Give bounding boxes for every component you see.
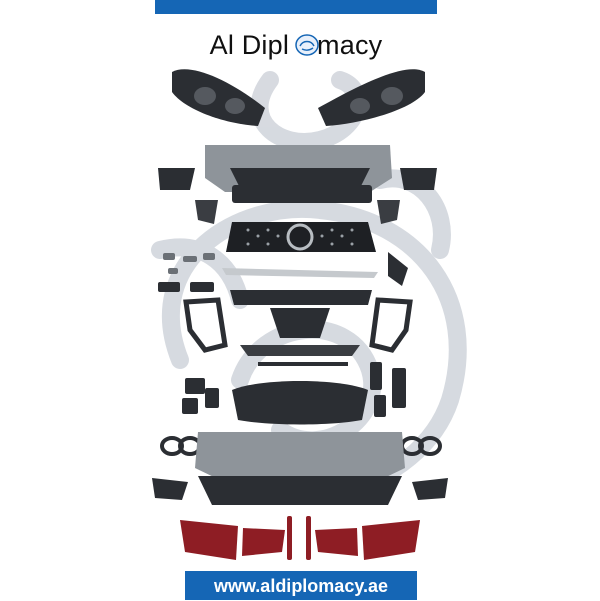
lower-lip-spoiler — [240, 345, 360, 356]
brand-seal-icon — [295, 34, 319, 56]
front-side-vents — [158, 168, 437, 190]
small-brackets-row — [158, 282, 214, 292]
right-support-frame — [369, 297, 413, 353]
website-banner[interactable]: www.aldiplomacy.ae — [185, 571, 417, 600]
diamond-grille — [226, 222, 376, 252]
right-small-parts — [370, 362, 406, 417]
right-bracket — [377, 200, 400, 224]
slim-bar — [258, 362, 348, 366]
trunk-lid — [232, 381, 368, 425]
front-reinforcement — [230, 290, 372, 305]
rear-diffuser — [198, 476, 402, 505]
right-side-bracket — [388, 252, 408, 286]
mounting-clips — [163, 253, 215, 274]
diffuser-side-pieces — [152, 478, 448, 500]
left-bracket — [195, 200, 218, 224]
right-tail-light — [315, 520, 420, 560]
left-small-parts — [182, 378, 219, 414]
chrome-trim-strip — [222, 268, 378, 278]
front-bumper — [205, 145, 392, 192]
right-headlight — [318, 69, 425, 126]
website-url[interactable]: www.aldiplomacy.ae — [213, 576, 389, 596]
front-splitter — [270, 308, 330, 338]
center-reflectors — [287, 516, 311, 560]
rear-bumper — [195, 432, 405, 480]
brand-text-2: macy — [317, 30, 383, 60]
top-accent-bar — [155, 0, 437, 14]
left-support-frame — [183, 297, 228, 353]
brand-title: Al Dipl macy — [0, 28, 600, 62]
left-headlight — [172, 69, 265, 126]
front-lower-grille — [232, 185, 372, 203]
left-tail-light — [180, 520, 285, 560]
brand-text-1: Al Dipl — [209, 30, 290, 60]
